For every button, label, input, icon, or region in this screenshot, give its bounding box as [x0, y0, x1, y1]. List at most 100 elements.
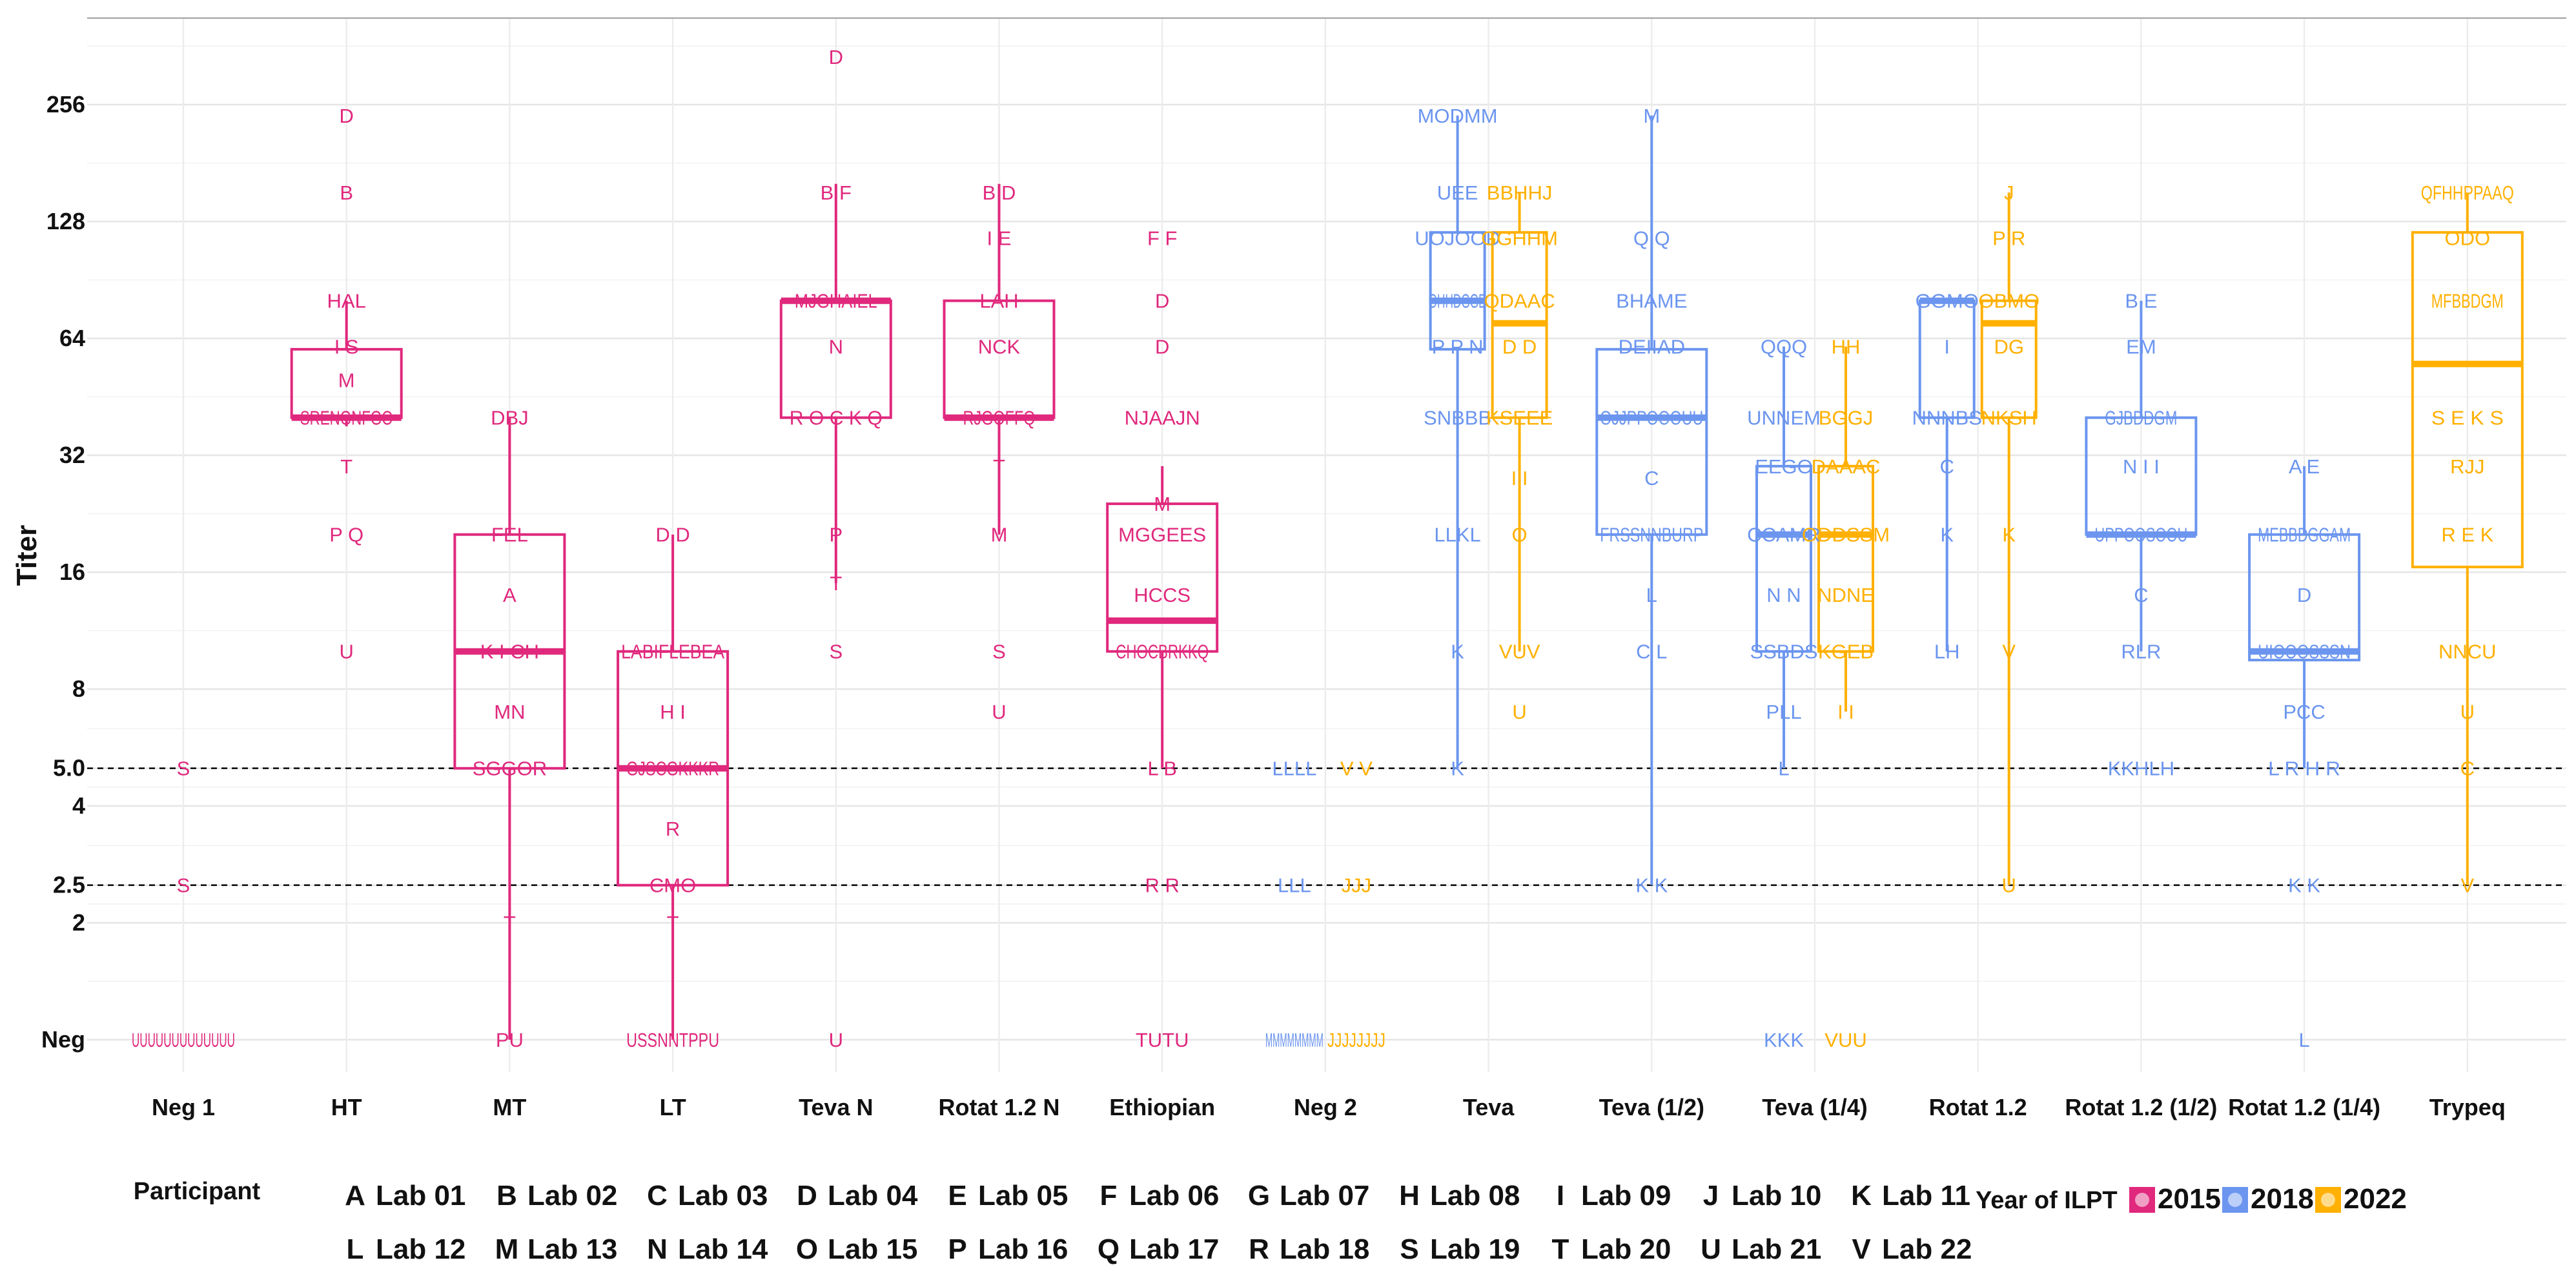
- participant-label: N N: [1766, 584, 1801, 606]
- participant-label: VUU: [1825, 1029, 1866, 1051]
- legend-participant-key: O: [796, 1233, 818, 1265]
- participant-label: U: [992, 701, 1006, 723]
- participant-label: UPPOOSOOU: [2094, 524, 2187, 546]
- legend-participant-key: C: [647, 1180, 668, 1211]
- participant-label: KGEB: [1818, 641, 1874, 663]
- legend-participant-key: F: [1100, 1180, 1118, 1211]
- legend-participant-label: Lab 18: [1280, 1233, 1369, 1265]
- participant-label: I: [1944, 336, 1950, 358]
- participant-label: KSEEE: [1486, 407, 1553, 429]
- legend-year-entry: 2018: [2222, 1183, 2314, 1215]
- participant-label: DEIIAD: [1619, 336, 1685, 358]
- legend-participant-key: H: [1399, 1180, 1420, 1211]
- legend-participant-key: S: [1400, 1233, 1418, 1265]
- participant-label: I I: [1837, 701, 1854, 723]
- participant-label: I E: [987, 227, 1012, 250]
- participant-label: MJGHAIEL: [795, 290, 877, 313]
- participant-label: CMO: [649, 874, 696, 897]
- participant-label: T: [504, 912, 516, 934]
- participant-label: M: [1643, 105, 1660, 127]
- participant-label: D: [340, 105, 354, 127]
- legend-participant-key: B: [496, 1180, 517, 1211]
- box-2018: [1755, 464, 1812, 653]
- participant-label: L B: [1148, 758, 1177, 780]
- participant-label: I S: [334, 336, 359, 358]
- participant-label: UUUUUUUUUUUUU: [132, 1029, 235, 1051]
- legend-participant-key: J: [1703, 1180, 1719, 1211]
- x-tick-label: Neg 2: [1294, 1094, 1357, 1120]
- participant-label: EM: [2126, 336, 2156, 358]
- participant-label: U: [340, 641, 354, 663]
- legend-participant-label: Lab 11: [1882, 1180, 1970, 1211]
- box-2018: [1429, 231, 1486, 351]
- legend-year-swatch-mark: [2321, 1193, 2335, 1207]
- boxes: [290, 115, 2524, 1040]
- legend-participant-key: G: [1248, 1180, 1270, 1211]
- participant-label: NNCU: [2438, 641, 2497, 663]
- participant-label: O: [1512, 524, 1528, 546]
- participant-label: P Q: [329, 524, 363, 546]
- participant-label: S: [992, 641, 1006, 663]
- participant-label: MGGEES: [1118, 524, 1206, 546]
- participant-label: K K: [1635, 874, 1668, 897]
- legend-participant-entry: Q Lab 17: [1098, 1233, 1220, 1265]
- participant-label: D D: [655, 524, 690, 546]
- participant-label: RJJ: [2450, 455, 2484, 478]
- participant-label: D: [1155, 336, 1169, 358]
- participant-label: LH: [1934, 641, 1960, 663]
- participant-label: SNBBB: [1424, 407, 1491, 429]
- y-tick-label: 2: [72, 909, 85, 936]
- box-2015: [1106, 502, 1219, 653]
- x-tick-label: Teva (1/4): [1762, 1094, 1867, 1120]
- participant-label: P P N: [1432, 336, 1484, 358]
- legend-participant-entry: A Lab 01: [345, 1180, 465, 1211]
- participant-label: T: [667, 912, 679, 934]
- x-tick-label: HT: [331, 1094, 362, 1120]
- participant-label: NNNBS: [1912, 407, 1982, 429]
- participant-label: N: [829, 336, 843, 358]
- x-tick-label: MT: [493, 1094, 526, 1120]
- participant-label: U: [2002, 874, 2016, 897]
- legend-participant-key: A: [345, 1180, 365, 1211]
- participant-label: C: [1644, 467, 1659, 490]
- y-tick-label: 2.5: [53, 872, 85, 898]
- legend-participant-label: Lab 04: [828, 1180, 918, 1211]
- legend-participant-key: D: [797, 1180, 817, 1211]
- gridlines: [87, 18, 2566, 1072]
- legend-participant-label: Lab 09: [1581, 1180, 1671, 1211]
- participant-label: UEE: [1437, 181, 1478, 204]
- legend-participant-key: P: [948, 1233, 966, 1265]
- participant-label: DG: [1994, 336, 2024, 358]
- box-2018: [2248, 533, 2361, 662]
- legend-participant-key: Q: [1098, 1233, 1119, 1265]
- legend-participant-label: Lab 08: [1430, 1180, 1520, 1211]
- legend-participant-label: Lab 12: [376, 1233, 465, 1265]
- participant-label: M: [338, 369, 355, 391]
- participant-label: NDNE: [1817, 584, 1874, 606]
- participant-label: K: [2002, 524, 2016, 546]
- participant-label: NKSH: [1981, 407, 2037, 429]
- participant-label: L: [1778, 758, 1789, 780]
- legend-participant-label: Lab 17: [1129, 1233, 1219, 1265]
- legend-participant-key: E: [948, 1180, 966, 1211]
- participant-label: T: [830, 572, 842, 595]
- participant-label: K: [1451, 641, 1464, 663]
- participant-label: UOJOOD: [1415, 227, 1500, 250]
- box-2022: [2411, 231, 2524, 568]
- participant-label: C L: [1636, 641, 1667, 663]
- x-tick-label: Rotat 1.2: [1929, 1094, 2027, 1120]
- legend-participant-label: Lab 01: [376, 1180, 465, 1211]
- legend-participant-label: Lab 05: [978, 1180, 1068, 1211]
- legend-year-swatch-mark: [2135, 1193, 2149, 1207]
- x-tick-label: Rotat 1.2 (1/4): [2228, 1094, 2380, 1120]
